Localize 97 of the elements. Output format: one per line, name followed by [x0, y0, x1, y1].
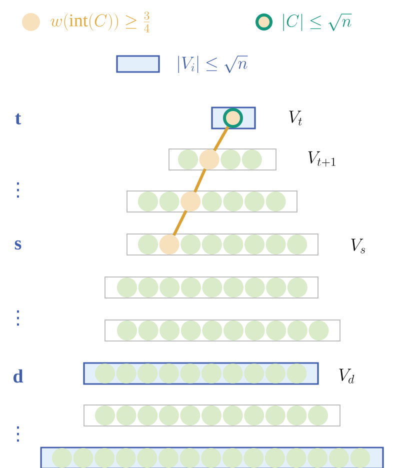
vertex-circle [159, 234, 180, 254]
vertex-circle [308, 406, 328, 426]
vertex-circle [160, 278, 180, 298]
vertex-circle [202, 278, 222, 298]
vertex-circle [159, 192, 180, 212]
row-box [104, 276, 318, 298]
vertex-circle [180, 278, 201, 298]
vertex-circle [138, 234, 158, 254]
set-label: $V_s$ [351, 238, 366, 254]
vertex-circle [266, 320, 286, 340]
vertex-circle [158, 448, 178, 468]
vertex-circle [94, 448, 115, 468]
legend-text: $w(\mathrm{int}(C)) \geq \frac{3}{4}$ [50, 12, 150, 32]
vertex-circle [265, 448, 285, 468]
set-label: $V_{t+1}$ [308, 151, 336, 167]
vertex-circle [199, 150, 220, 170]
vertex-circle [137, 448, 158, 468]
vertex-circle [265, 406, 286, 426]
vertex-circle [224, 320, 244, 340]
set-label: $V_t$ [289, 110, 302, 126]
vertex-circle [244, 448, 264, 468]
vertex-circle [350, 448, 370, 468]
path-line [213, 126, 230, 152]
vertex-circle [52, 448, 72, 468]
vertex-circle [220, 150, 241, 170]
vertex-circle [308, 320, 329, 340]
row-box [126, 190, 298, 212]
path-line [193, 168, 207, 193]
vertex-circle [158, 364, 179, 384]
vertex-circle [138, 320, 158, 340]
vertex-circle [73, 448, 94, 468]
vertex-circle [328, 448, 349, 468]
vertex-circle [223, 192, 244, 212]
level-letter: t [15, 114, 22, 124]
vertex-circle [266, 192, 286, 212]
vertex-circle [244, 234, 264, 254]
row-box [168, 148, 276, 170]
vertex-circle [308, 448, 328, 468]
vertex-circle [138, 364, 158, 384]
vertex-circle [116, 364, 136, 384]
vertex-circle [180, 234, 201, 254]
vertex-circle [287, 234, 308, 254]
vertex-circle [138, 192, 158, 212]
legend-text: $|C| \leq \sqrt{n}$ [283, 14, 352, 31]
row-box [84, 404, 340, 426]
vertex-circle [180, 448, 200, 468]
vertex-circle [244, 278, 265, 298]
vertex-circle [117, 320, 137, 340]
vertex-circle [286, 448, 306, 468]
vertex-circle [117, 278, 137, 298]
vertex-circle [222, 364, 243, 384]
level-letter: d [13, 369, 24, 383]
vertex-circle [244, 406, 264, 426]
set-label: $V_d$ [339, 368, 354, 384]
ringed-circle [223, 108, 243, 128]
path-line [172, 210, 188, 236]
vertex-circle [178, 150, 198, 170]
vertex-circle [95, 364, 115, 384]
vertex-circle [138, 278, 158, 298]
vertex-circle [138, 406, 158, 426]
vertical-dots: ⋮ [17, 426, 19, 442]
vertical-dots: ⋮ [17, 310, 19, 326]
vertex-circle [201, 448, 222, 468]
vertex-circle [160, 320, 180, 340]
vertex-circle [180, 364, 200, 384]
vertex-circle [265, 364, 286, 384]
vertex-circle [244, 320, 265, 340]
vertex-circle [286, 364, 307, 384]
row-box [104, 320, 340, 342]
vertex-circle [223, 234, 244, 254]
vertex-circle [158, 406, 179, 426]
vertex-circle [202, 406, 222, 426]
vertex-circle [266, 234, 286, 254]
vertex-circle [202, 192, 222, 212]
legend-text: $|V_i| \leq \sqrt{n}$ [178, 56, 248, 73]
vertex-circle [116, 448, 136, 468]
vertex-circle [202, 234, 222, 254]
vertical-dots: ⋮ [17, 182, 19, 198]
vertex-circle [180, 320, 201, 340]
vertex-circle [202, 320, 222, 340]
vertex-circle [242, 150, 262, 170]
vertex-circle [95, 406, 115, 426]
vertex-circle [287, 320, 308, 340]
vertex-circle [287, 278, 308, 298]
vertex-circle [244, 192, 264, 212]
row-box [126, 234, 318, 256]
vertex-circle [116, 406, 136, 426]
vertex-circle [180, 406, 200, 426]
vertex-circle [266, 278, 286, 298]
vertex-circle [244, 364, 264, 384]
vertex-circle [224, 278, 244, 298]
vertex-circle [286, 406, 307, 426]
vertex-circle [180, 192, 201, 212]
vertex-circle [202, 364, 222, 384]
vertex-circle [222, 448, 242, 468]
level-letter: s [14, 240, 22, 250]
vertex-circle [222, 406, 243, 426]
